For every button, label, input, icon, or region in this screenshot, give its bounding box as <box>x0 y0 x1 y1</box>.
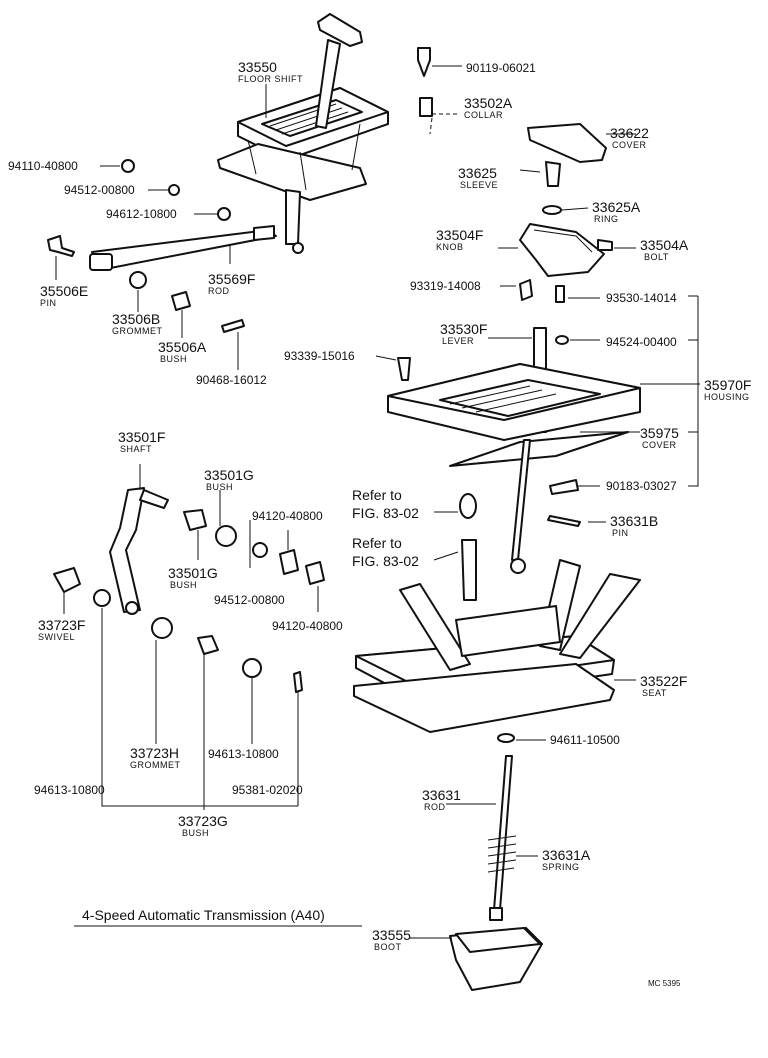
part-name: BUSH <box>160 354 187 364</box>
part-number: 33501G <box>204 467 254 483</box>
reference-line2: FIG. 83-02 <box>352 553 419 569</box>
part-name: SHAFT <box>120 444 152 454</box>
part-number: 33625 <box>458 165 497 181</box>
part-number: 33504A <box>640 237 689 253</box>
part-name: RING <box>594 214 619 224</box>
part-number: 94611-10500 <box>550 733 620 747</box>
part-number: 33501G <box>168 565 218 581</box>
part-number: 33550 <box>238 59 277 75</box>
part-name: SPRING <box>542 862 580 872</box>
part-name: COLLAR <box>464 110 503 120</box>
diagram-title: 4-Speed Automatic Transmission (A40) <box>82 907 325 923</box>
part-name: BUSH <box>182 828 209 838</box>
part-number: 94524-00400 <box>606 335 677 349</box>
part-name: SWIVEL <box>38 632 75 642</box>
rod-drawing <box>449 733 543 991</box>
part-number: 33622 <box>610 125 649 141</box>
part-number: 33631A <box>542 847 591 863</box>
part-number: 95381-02020 <box>232 783 303 797</box>
part-number: 94613-10800 <box>34 783 105 797</box>
part-number: 33723G <box>178 813 228 829</box>
reference-line1: Refer to <box>352 487 402 503</box>
part-number: 35569F <box>208 271 255 287</box>
part-name: BUSH <box>206 482 233 492</box>
housing-drawing <box>387 327 641 574</box>
part-number: 35975 <box>640 425 679 441</box>
part-number: 33631B <box>610 513 658 529</box>
part-name: SLEEVE <box>460 180 498 190</box>
hardware-drawings <box>47 47 433 333</box>
part-number: 33504F <box>436 227 483 243</box>
part-number: 93530-14014 <box>606 291 677 305</box>
part-name: BOOT <box>374 942 402 952</box>
part-name: GROMMET <box>112 326 163 336</box>
part-name: HOUSING <box>704 392 750 402</box>
part-name: BOLT <box>644 252 669 262</box>
part-number: 90183-03027 <box>606 479 677 493</box>
part-number: 94512-00800 <box>214 593 285 607</box>
seat-drawing <box>353 493 641 733</box>
drawing-code: MC 5395 <box>648 979 681 988</box>
reference-line1: Refer to <box>352 535 402 551</box>
part-name: FLOOR SHIFT <box>238 74 303 84</box>
knob-drawings <box>397 123 613 381</box>
part-number: 94110-40800 <box>8 159 78 173</box>
leader-lines <box>55 65 700 939</box>
part-number: 90119-06021 <box>466 61 536 75</box>
part-name: ROD <box>424 802 446 812</box>
part-name: PIN <box>612 528 629 538</box>
part-name: GROMMET <box>130 760 181 770</box>
part-number: 35506E <box>40 283 88 299</box>
part-number: 93319-14008 <box>410 279 481 293</box>
part-number: 94120-40800 <box>272 619 343 633</box>
part-number: 33506B <box>112 311 160 327</box>
part-number: 33723H <box>130 745 179 761</box>
part-name: LEVER <box>442 336 474 346</box>
part-number: 33555 <box>372 927 411 943</box>
part-name: SEAT <box>642 688 667 698</box>
part-number: 94613-10800 <box>208 747 279 761</box>
part-number: 94512-00800 <box>64 183 135 197</box>
part-number: 90468-16012 <box>196 373 267 387</box>
part-number: 33501F <box>118 429 165 445</box>
part-number: 33625A <box>592 199 641 215</box>
part-name: COVER <box>612 140 647 150</box>
reference-callouts: Refer to FIG. 83-02 Refer to FIG. 83-02 <box>352 487 459 569</box>
part-number: 33522F <box>640 673 687 689</box>
part-number: 33502A <box>464 95 513 111</box>
part-number: 33723F <box>38 617 85 633</box>
part-number: 94612-10800 <box>106 207 177 221</box>
part-labels: 33550 FLOOR SHIFT 90119-06021 33502A COL… <box>8 59 751 952</box>
part-number: 33631 <box>422 787 461 803</box>
part-name: COVER <box>642 440 677 450</box>
shaft-drawing <box>53 487 325 693</box>
part-name: PIN <box>40 298 57 308</box>
reference-line2: FIG. 83-02 <box>352 505 419 521</box>
part-number: 35970F <box>704 377 751 393</box>
part-number: 93339-15016 <box>284 349 355 363</box>
part-number: 33530F <box>440 321 487 337</box>
part-number: 35506A <box>158 339 207 355</box>
part-name: KNOB <box>436 242 464 252</box>
part-name: BUSH <box>170 580 197 590</box>
floor-shift-drawing <box>217 13 389 254</box>
part-name: ROD <box>208 286 230 296</box>
part-number: 94120-40800 <box>252 509 323 523</box>
